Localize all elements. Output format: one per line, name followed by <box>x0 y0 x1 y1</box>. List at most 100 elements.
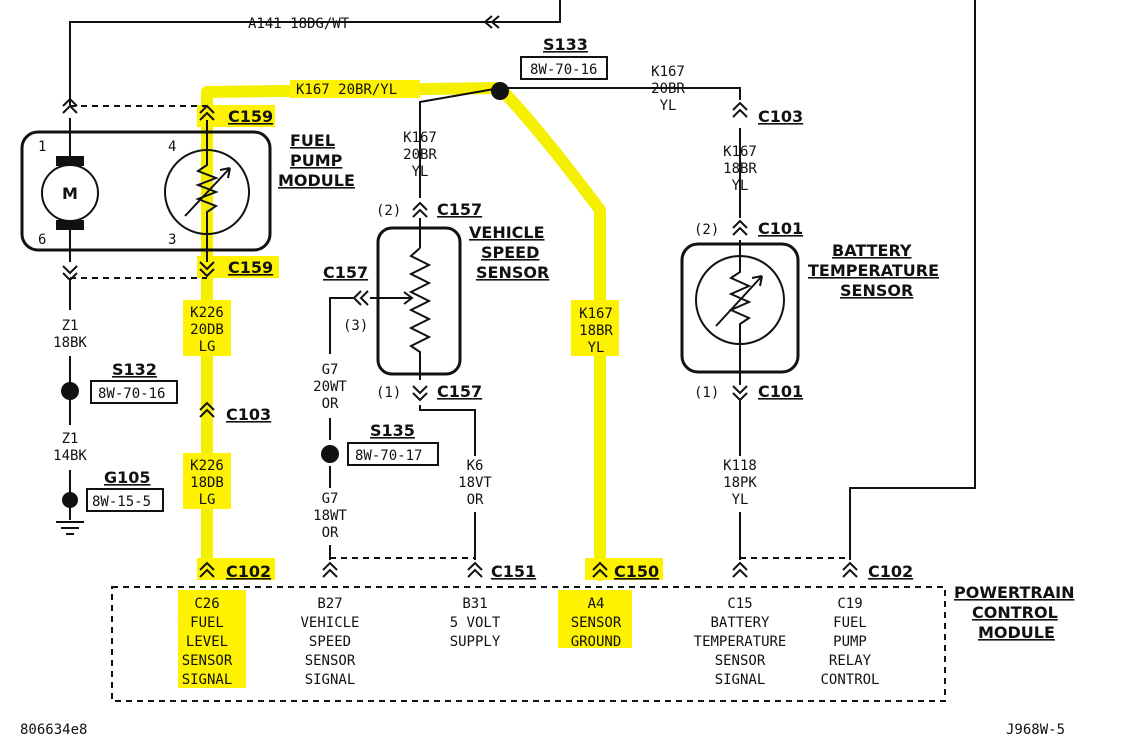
pin-label: (2) <box>376 203 401 219</box>
pcm-pin-desc: BATTERY <box>710 615 770 631</box>
pin-label: (2) <box>694 222 719 238</box>
wire-label-line: K167 <box>651 64 685 80</box>
splice-s132-label: S132 <box>112 360 157 379</box>
pcm-pin-b27: B27 VEHICLE SPEED SENSOR SIGNAL <box>300 596 359 688</box>
wire-label-line: 20BR <box>403 147 437 163</box>
wire-label-line: 18BK <box>53 335 87 351</box>
wire-label-line: YL <box>732 492 749 508</box>
wire-label-line: G7 <box>322 362 339 378</box>
pin-label: 1 <box>38 139 46 155</box>
connector-c157-top: C157 <box>437 200 482 219</box>
pcm-pin-desc: SENSOR <box>715 653 766 669</box>
wire-label-line: Z1 <box>62 431 79 447</box>
bts-title: TEMPERATURE <box>808 261 939 280</box>
pcm-pin-desc: SIGNAL <box>305 672 356 688</box>
pcm-title: MODULE <box>978 623 1055 642</box>
pcm-pin-desc: SIGNAL <box>715 672 766 688</box>
connector-c102-right: C102 <box>868 562 913 581</box>
pcm-pin-id: C19 <box>837 596 862 612</box>
connector-c159-bottom: C159 <box>228 258 273 277</box>
pcm-pin-desc: TEMPERATURE <box>694 634 787 650</box>
s133-ref-box <box>520 56 608 80</box>
connector-c157-bottom: C157 <box>437 382 482 401</box>
wire-label-line: G7 <box>322 491 339 507</box>
wire-label-line: 18PK <box>723 475 757 491</box>
pcm-pin-c15: C15 BATTERY TEMPERATURE SENSOR SIGNAL <box>694 596 787 688</box>
wire-label-line: 14BK <box>53 448 87 464</box>
pcm-pin-c19: C19 FUEL PUMP RELAY CONTROL <box>820 596 879 688</box>
wire-label-line: LG <box>199 492 216 508</box>
pcm-pin-desc: PUMP <box>833 634 867 650</box>
pin-label: (3) <box>343 318 368 334</box>
pcm-pin-id: B27 <box>317 596 342 612</box>
pcm-title: POWERTRAIN <box>954 583 1074 602</box>
footer-right-code: J968W-5 <box>1006 722 1065 738</box>
pcm-pin-id: C15 <box>727 596 752 612</box>
connector-symbols <box>62 15 858 578</box>
pcm-pin-desc: VEHICLE <box>300 615 359 631</box>
fuel-pump-module-title: FUEL <box>290 131 335 150</box>
pcm-pin-desc: FUEL <box>833 615 867 631</box>
wire-label-line: OR <box>467 492 484 508</box>
splice-s132-ref: 8W-70-16 <box>98 386 165 402</box>
splice-dot-s135 <box>321 445 339 463</box>
splice-dot-s132 <box>61 382 79 400</box>
fuel-pump-module-title: MODULE <box>278 171 355 190</box>
pcm-pin-desc: SUPPLY <box>450 634 501 650</box>
connector-c103-right: C103 <box>758 107 803 126</box>
wire-a141-label: A141 18DG/WT <box>248 16 350 32</box>
splice-s133-ref: 8W-70-16 <box>530 62 597 78</box>
pcm-pin-c26: C26 FUEL LEVEL SENSOR SIGNAL <box>182 596 233 688</box>
battery-temperature-sensor <box>680 240 800 374</box>
highlighted-circuit <box>178 82 663 688</box>
vss-title: SPEED <box>481 243 539 262</box>
pcm-pin-desc: LEVEL <box>186 634 228 650</box>
wire-label-line: 18VT <box>458 475 492 491</box>
pcm-pin-b31: B31 5 VOLT SUPPLY <box>450 596 501 650</box>
ground-dot-g105 <box>62 492 78 508</box>
motor-label: M <box>62 184 78 203</box>
pin-label: 4 <box>168 139 176 155</box>
pcm-title: CONTROL <box>972 603 1058 622</box>
wire-label-line: 18DB <box>190 475 224 491</box>
connector-c101-bottom: C101 <box>758 382 803 401</box>
pcm-box <box>111 586 946 702</box>
vss-title: SENSOR <box>476 263 549 282</box>
wire-label-line: OR <box>322 525 339 541</box>
pcm-pin-desc: SENSOR <box>571 615 622 631</box>
wire-label-line: K167 <box>403 130 437 146</box>
wire-label-line: Z1 <box>62 318 79 334</box>
wire-label-line: K6 <box>467 458 484 474</box>
splice-s135-label: S135 <box>370 421 415 440</box>
vehicle-speed-sensor <box>376 226 462 376</box>
connector-c157-side: C157 <box>323 263 368 282</box>
pin-label: (1) <box>376 385 401 401</box>
splice-s133-label: S133 <box>543 35 588 54</box>
pcm-pin-desc: CONTROL <box>820 672 879 688</box>
connector-c159-top: C159 <box>228 107 273 126</box>
fuel-pump-module-title: PUMP <box>290 151 343 170</box>
s135-ref-box <box>347 442 439 466</box>
wire-label-line: OR <box>322 396 339 412</box>
bts-title: SENSOR <box>840 281 913 300</box>
fuel-pump-module <box>20 118 272 262</box>
wire-label-line: 18BR <box>723 161 757 177</box>
splice-dot-s133 <box>491 82 509 100</box>
pcm-pin-desc: SIGNAL <box>182 672 233 688</box>
pcm-pin-desc: GROUND <box>571 634 622 650</box>
splice-s135-ref: 8W-70-17 <box>355 448 422 464</box>
connector-c150: C150 <box>614 562 659 581</box>
wire-label-line: K118 <box>723 458 757 474</box>
wire-label-line: K226 <box>190 458 224 474</box>
pcm-pin-desc: FUEL <box>190 615 224 631</box>
wire-label-line: 20DB <box>190 322 224 338</box>
ground-g105-ref: 8W-15-5 <box>92 494 151 510</box>
wire-label-line: YL <box>412 164 429 180</box>
ground-g105-label: G105 <box>104 468 151 487</box>
wire-label-line: K167 <box>723 144 757 160</box>
footer-left-code: 806634e8 <box>20 722 87 738</box>
wire-label-line: YL <box>660 98 677 114</box>
wire-k167-top-label: K167 20BR/YL <box>296 82 397 98</box>
vss-title: VEHICLE <box>469 223 545 242</box>
